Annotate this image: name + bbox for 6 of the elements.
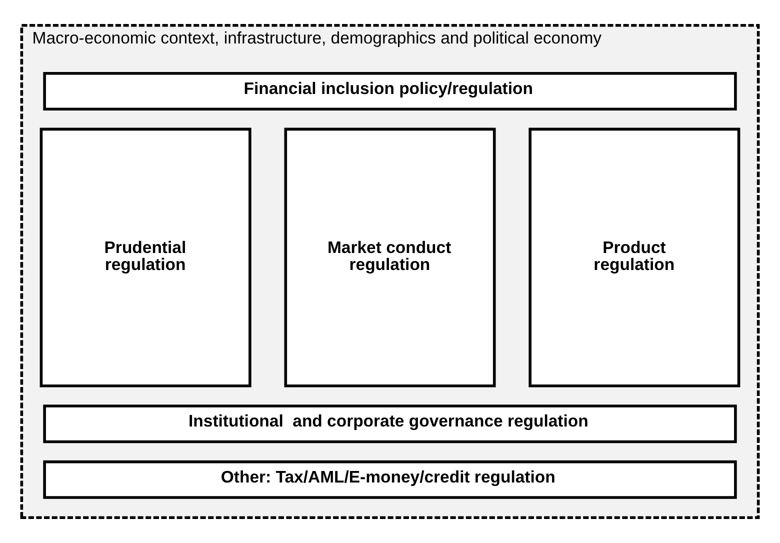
node-box: Other: Tax/AML/E-money/credit regulation	[43, 460, 737, 499]
node-box: Financial inclusion policy/regulation	[43, 72, 737, 110]
node-box: Prudential regulation	[40, 128, 252, 388]
node-box: Market conduct regulation	[284, 128, 496, 388]
node-box: Product regulation	[528, 128, 740, 388]
node-box: Institutional and corporate governance regulation	[43, 404, 737, 444]
